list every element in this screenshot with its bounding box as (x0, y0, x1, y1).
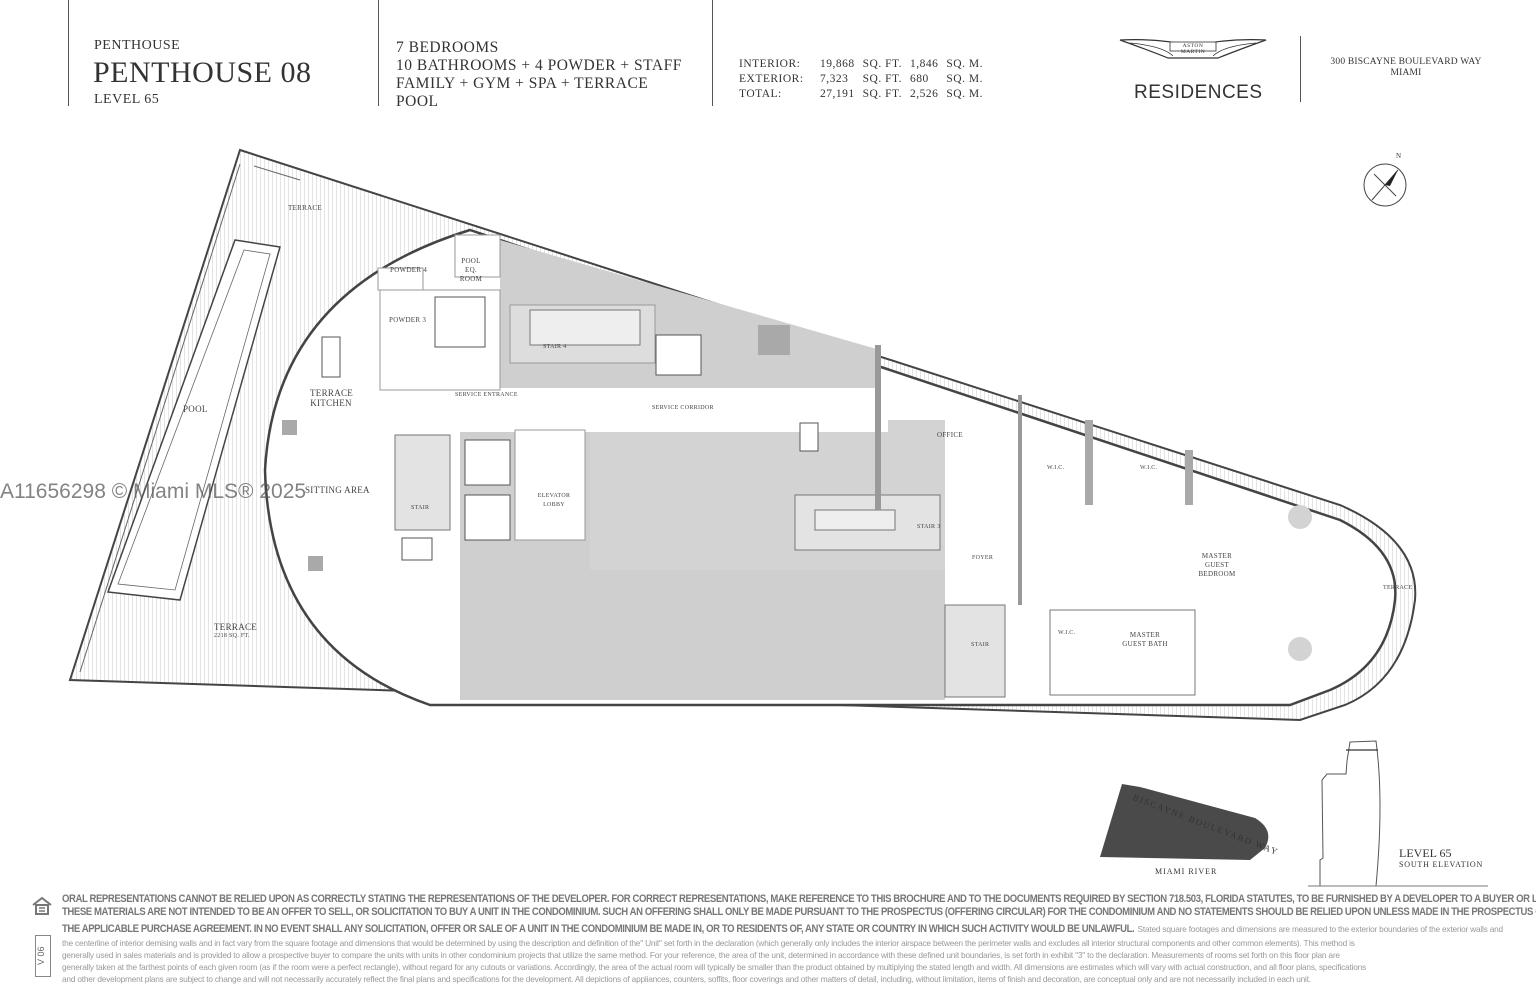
room-label-pool: POOL (183, 404, 208, 414)
disclaimer-line: Stated square footages and dimensions ar… (1135, 924, 1504, 934)
equal-housing-icon (32, 896, 52, 915)
compass-north-label: N (1396, 152, 1402, 160)
header-divider (712, 0, 713, 106)
feature-line: 7 BEDROOMS (396, 39, 499, 56)
room-label-terrace-kitchen: TERRACE KITCHEN (310, 388, 354, 408)
room-label-stair-4: STAIR 4 (543, 344, 567, 350)
room-label-master-guest-bath: MASTER GUEST BATH (1122, 631, 1168, 648)
disclaimer-line: generally taken at the farthest points o… (62, 962, 1366, 972)
area-sqm-unit: SQ. M. (946, 88, 983, 100)
room-label-powder-4: POWDER 4 (390, 266, 428, 274)
disclaimer-line: generally used in sales materials and is… (62, 950, 1340, 960)
area-sqm: 2,526 (910, 88, 939, 100)
room-label-terrace-area: 2218 SQ. FT. (214, 633, 250, 639)
area-sqm: 680 (910, 73, 929, 85)
room-label-service-entrance: SERVICE ENTRANCE (455, 392, 518, 398)
north-compass-icon (1363, 163, 1407, 207)
room-label-wic: W.I.C. (1140, 465, 1158, 471)
disclaimer-line: and other development plans are subject … (62, 974, 1311, 984)
address-line: 300 BISCAYNE BOULEVARD WAY (1330, 57, 1482, 67)
pool (106, 239, 281, 601)
room-label-stair: STAIR (971, 642, 990, 648)
area-sqm-unit: SQ. M. (946, 73, 983, 85)
disclaimer: ORAL REPRESENTATIONS CANNOT BE RELIED UP… (62, 893, 1536, 985)
logo-name: RESIDENCES (1134, 82, 1263, 103)
area-row-interior: INTERIOR: 19,868 SQ. FT. 1,846 SQ. M. (739, 58, 991, 73)
room-label-service-corridor: SERVICE CORRIDOR (652, 405, 714, 411)
room-label-terrace: TERRACE (288, 204, 322, 212)
room-label-elevator-lobby: ELEVATOR LOBBY (537, 493, 571, 508)
area-label: TOTAL: (739, 88, 782, 100)
room-label-stair-3: STAIR 3 (917, 524, 941, 530)
room-label-stair: STAIR (411, 505, 430, 511)
room-label-foyer: FOYER (972, 555, 994, 561)
area-sqft: 19,868 (820, 58, 855, 70)
logo-brand: ASTON MARTIN (1180, 43, 1206, 55)
area-sqm: 1,846 (910, 58, 939, 70)
feature-line: 10 BATHROOMS + 4 POWDER + STAFF (396, 57, 682, 74)
area-sqft: 7,323 (820, 73, 849, 85)
area-sqft-unit: SQ. FT. (862, 88, 903, 100)
disclaimer-line: THESE MATERIALS ARE NOT INTENDED TO BE A… (62, 906, 1536, 918)
header-divider (68, 0, 69, 106)
area-row-total: TOTAL: 27,191 SQ. FT. 2,526 SQ. M. (739, 88, 991, 103)
feature-line: POOL (396, 93, 439, 110)
room-label-pool-eq-room: POOL EQ. ROOM (459, 257, 483, 283)
area-label: EXTERIOR: (739, 73, 804, 85)
key-plan-site (1100, 784, 1269, 860)
feature-line: FAMILY + GYM + SPA + TERRACE (396, 75, 649, 92)
elevation-view: SOUTH ELEVATION (1399, 860, 1484, 869)
area-table: INTERIOR: 19,868 SQ. FT. 1,846 SQ. M. EX… (739, 58, 991, 103)
address: 300 BISCAYNE BOULEVARD WAY MIAMI (1318, 57, 1494, 79)
area-label: INTERIOR: (739, 58, 801, 70)
address-line: MIAMI (1390, 68, 1422, 78)
aston-martin-wings-logo (1119, 39, 1267, 59)
room-label-powder-3: POWDER 3 (389, 316, 427, 324)
room-label-terrace: TERRACE (214, 622, 258, 632)
version-badge: V 06 (35, 935, 51, 977)
header-divider (1300, 36, 1301, 102)
room-label-master-guest-bedroom: MASTER GUEST BEDROOM (1198, 552, 1236, 578)
room-label-wic: W.I.C. (1047, 465, 1065, 471)
area-sqft: 27,191 (820, 88, 855, 100)
room-label-office: OFFICE (937, 431, 963, 439)
disclaimer-line: ORAL REPRESENTATIONS CANNOT BE RELIED UP… (62, 893, 1536, 905)
stair-4 (529, 309, 641, 346)
area-row-exterior: EXTERIOR: 7,323 SQ. FT. 680 SQ. M. (739, 73, 991, 88)
area-sqm-unit: SQ. M. (946, 58, 983, 70)
unit-level: LEVEL 65 (94, 92, 160, 107)
key-plan-river-label: MIAMI RIVER (1155, 867, 1218, 876)
room-label-sitting-area: SITTING AREA (305, 485, 370, 495)
mls-watermark: A11656298 © Miami MLS® 2025 (0, 480, 307, 503)
header-divider (378, 0, 379, 106)
room-label-terrace: TERRACE (1383, 585, 1413, 591)
unit-category: PENTHOUSE (94, 38, 181, 53)
unit-title: PENTHOUSE 08 (93, 56, 312, 89)
disclaimer-line: THE APPLICABLE PURCHASE AGREEMENT. IN NO… (62, 923, 1135, 935)
area-sqft-unit: SQ. FT. (862, 73, 903, 85)
elevation-level: LEVEL 65 (1399, 846, 1452, 860)
disclaimer-line: the centerline of interior demising wall… (62, 938, 1355, 948)
room-label-wic: W.I.C. (1058, 630, 1076, 636)
area-sqft-unit: SQ. FT. (862, 58, 903, 70)
unit-features: 7 BEDROOMS 10 BATHROOMS + 4 POWDER + STA… (396, 39, 682, 111)
south-elevation-outline (1319, 740, 1381, 887)
